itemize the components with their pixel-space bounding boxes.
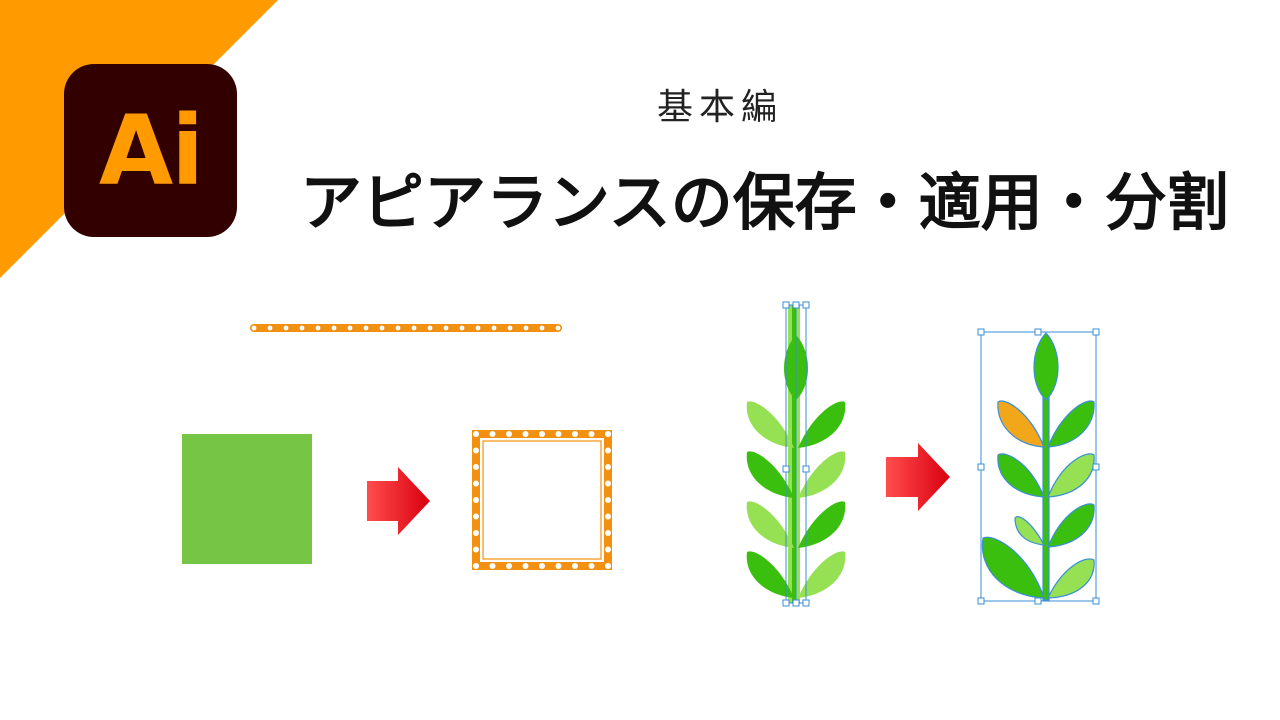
dot xyxy=(539,563,545,569)
page-title: アピアランスの保存・適用・分割 xyxy=(300,166,1229,239)
dot xyxy=(473,431,479,437)
dot xyxy=(443,325,449,331)
dot xyxy=(605,447,611,454)
dot xyxy=(605,563,611,569)
subtitle: 基本編 xyxy=(656,87,783,128)
plant-before-expand xyxy=(746,301,846,607)
dot xyxy=(473,447,479,454)
dot xyxy=(267,325,273,331)
dot xyxy=(605,464,611,470)
dot xyxy=(473,563,479,569)
dot xyxy=(506,431,512,437)
dot xyxy=(605,530,611,536)
plant-after-expand xyxy=(981,332,1095,601)
dot xyxy=(473,497,479,503)
dot xyxy=(555,563,562,569)
dot xyxy=(347,325,353,331)
green-square xyxy=(182,434,312,564)
dot xyxy=(363,325,369,331)
dot xyxy=(588,431,595,437)
dot xyxy=(473,464,479,470)
arrow-right-icon xyxy=(886,443,950,511)
dot xyxy=(605,497,611,503)
dot xyxy=(299,325,305,331)
dot xyxy=(605,480,611,487)
dot xyxy=(491,325,497,331)
dot xyxy=(473,480,479,487)
illustrator-logo-icon: Ai xyxy=(64,64,237,237)
dot xyxy=(395,325,401,331)
dot xyxy=(473,513,479,520)
dot xyxy=(459,325,465,331)
dot xyxy=(331,325,337,331)
dot xyxy=(507,325,513,331)
dot xyxy=(522,563,529,569)
dot xyxy=(605,546,611,553)
dot xyxy=(379,325,385,331)
dotted-line-sample xyxy=(250,324,562,332)
dot xyxy=(572,431,578,437)
dot xyxy=(251,325,257,331)
dotted-square-result xyxy=(472,430,612,570)
dot xyxy=(523,325,529,331)
dot xyxy=(605,431,611,437)
dot xyxy=(539,431,545,437)
dot xyxy=(489,431,496,437)
dot xyxy=(475,325,481,331)
dot xyxy=(539,325,545,331)
dot xyxy=(506,563,512,569)
dot xyxy=(283,325,289,331)
dot xyxy=(473,530,479,536)
dot xyxy=(315,325,321,331)
dot xyxy=(555,431,562,437)
dot xyxy=(473,546,479,553)
dot xyxy=(555,325,561,331)
selection-bounding-box xyxy=(977,328,1100,605)
dot xyxy=(411,325,417,331)
logo-text: Ai xyxy=(98,94,204,207)
dot xyxy=(588,563,595,569)
dot xyxy=(489,563,496,569)
dot xyxy=(427,325,433,331)
dot xyxy=(522,431,529,437)
dot xyxy=(605,513,611,520)
dot xyxy=(572,563,578,569)
arrow-right-icon xyxy=(367,467,430,535)
